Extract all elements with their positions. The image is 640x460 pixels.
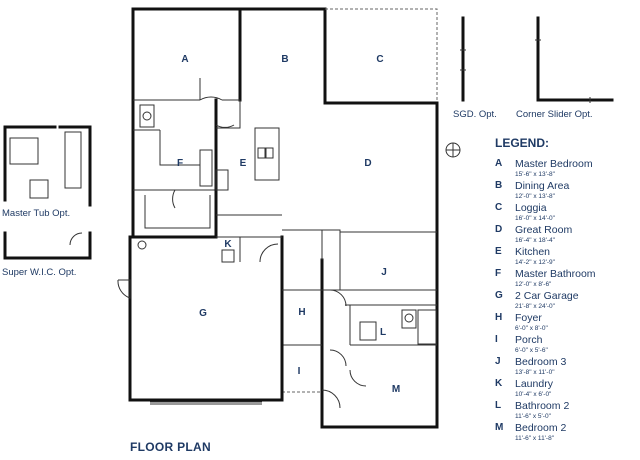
room-label-i: I — [298, 366, 301, 377]
master-tub-option-label: Master Tub Opt. — [2, 208, 70, 219]
room-label-g: G — [199, 308, 207, 319]
legend-item-row: G 2 Car Garage — [495, 290, 635, 302]
legend-item-letter: L — [495, 400, 502, 411]
legend-item-row: J Bedroom 3 — [495, 356, 635, 368]
legend-item-name: Laundry — [515, 378, 553, 390]
legend-item-letter: I — [495, 334, 498, 345]
master-tub-option-sketch — [3, 125, 92, 207]
sgd-option-label: SGD. Opt. — [453, 109, 497, 120]
legend-item-letter: E — [495, 246, 502, 257]
legend-item-name: Dining Area — [515, 180, 570, 192]
legend-item-letter: C — [495, 202, 503, 213]
room-label-b: B — [281, 54, 288, 65]
legend-item-dimensions: 13'-8" x 11'-0" — [515, 369, 555, 376]
legend-item-dimensions: 11'-6" x 5'-0" — [515, 413, 551, 420]
room-label-f: F — [177, 158, 183, 169]
legend-item-row: M Bedroom 2 — [495, 422, 635, 434]
legend-item-name: Great Room — [515, 224, 573, 236]
legend-item-dimensions: 11'-6" x 11'-8" — [515, 435, 555, 442]
room-label-k: K — [224, 239, 232, 250]
interior-walls — [133, 99, 437, 346]
legend-item-name: Bathroom 2 — [515, 400, 570, 412]
legend-item-letter: M — [495, 422, 504, 433]
room-label-a: A — [181, 54, 188, 65]
room-label-c: C — [376, 54, 383, 65]
legend-item-dimensions: 14'-2" x 12'-9" — [515, 259, 555, 266]
super-wic-option-label: Super W.I.C. Opt. — [2, 267, 76, 278]
legend-item-row: H Foyer — [495, 312, 635, 324]
legend-item-letter: H — [495, 312, 503, 323]
legend-item-name: Bedroom 3 — [515, 356, 567, 368]
room-label-e: E — [240, 158, 247, 169]
legend-item-row: E Kitchen — [495, 246, 635, 258]
legend-item-dimensions: 12'-0" x 13'-8" — [515, 193, 555, 200]
room-label-l: L — [380, 327, 386, 338]
legend-item-name: Master Bedroom — [515, 158, 593, 170]
room-label-d: D — [364, 158, 371, 169]
legend-item-letter: A — [495, 158, 503, 169]
legend-item-dimensions: 15'-6" x 13'-8" — [515, 171, 555, 178]
room-label-m: M — [392, 384, 400, 395]
legend-item-dimensions: 16'-4" x 18'-4" — [515, 237, 555, 244]
legend-item-row: C Loggia — [495, 202, 635, 214]
legend-item-letter: F — [495, 268, 502, 279]
door-swings — [117, 78, 367, 409]
legend-item-dimensions: 6'-0" x 8'-0" — [515, 325, 548, 332]
legend-title: LEGEND: — [495, 136, 549, 150]
legend-item-row: A Master Bedroom — [495, 158, 635, 170]
legend-item-letter: K — [495, 378, 503, 389]
legend-item-letter: G — [495, 290, 503, 301]
corner-slider-option-label: Corner Slider Opt. — [516, 109, 593, 120]
corner-slider-option-sketch — [535, 16, 614, 103]
legend-item-name: Foyer — [515, 312, 542, 324]
exterior-walls — [128, 7, 439, 429]
room-label-j: J — [381, 267, 387, 278]
legend-item-letter: B — [495, 180, 503, 191]
legend-item-row: K Laundry — [495, 378, 635, 390]
legend-item-name: Loggia — [515, 202, 547, 214]
floor-plan-title: FLOOR PLAN — [130, 440, 211, 454]
sgd-option-sketch — [460, 16, 466, 102]
legend-item-row: B Dining Area — [495, 180, 635, 192]
fixtures — [137, 104, 461, 345]
legend-item-row: F Master Bathroom — [495, 268, 635, 280]
legend-item-dimensions: 12'-0" x 8'-6" — [515, 281, 552, 288]
legend-item-row: D Great Room — [495, 224, 635, 236]
legend-item-name: Kitchen — [515, 246, 551, 258]
legend-item-letter: D — [495, 224, 503, 235]
legend-item-dimensions: 10'-4" x 6'-0" — [515, 391, 552, 398]
legend-item-row: L Bathroom 2 — [495, 400, 635, 412]
legend-item-dimensions: 6'-0" x 5'-6" — [515, 347, 548, 354]
legend-item-letter: J — [495, 356, 501, 367]
legend-item-dimensions: 21'-8" x 24'-0" — [515, 303, 555, 310]
legend-item-name: Porch — [515, 334, 543, 346]
legend-item-name: 2 Car Garage — [515, 290, 579, 302]
legend-item-dimensions: 16'-0" x 14'-0" — [515, 215, 555, 222]
legend-item-name: Bedroom 2 — [515, 422, 567, 434]
super-wic-option-sketch — [3, 231, 92, 260]
legend-item-row: I Porch — [495, 334, 635, 346]
room-label-h: H — [298, 307, 305, 318]
legend-item-name: Master Bathroom — [515, 268, 596, 280]
